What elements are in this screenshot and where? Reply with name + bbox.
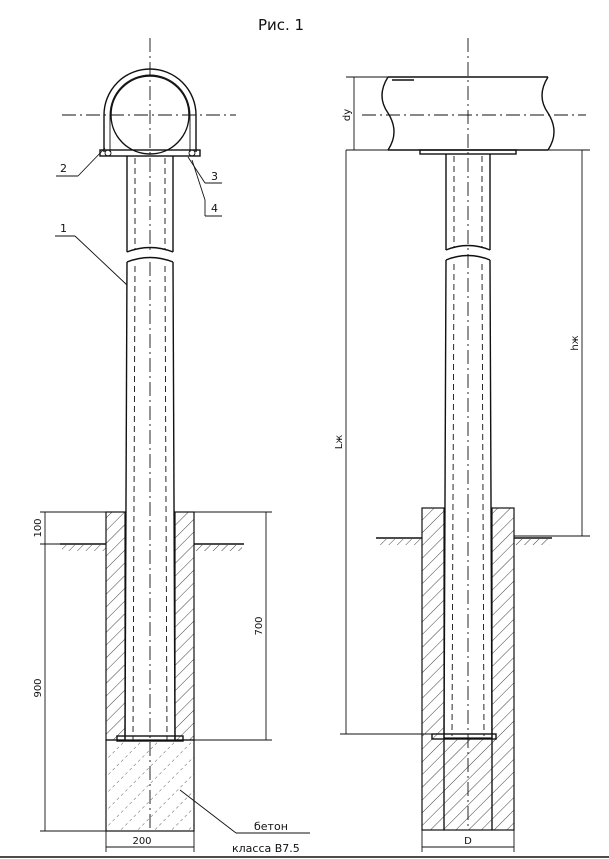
dim-700: 700 [254,616,265,635]
callout-3: 3 [211,170,218,183]
dim-diameter: D [464,836,472,847]
concrete-foundation [105,511,126,741]
pipe-section [110,75,190,155]
callout-2: 2 [60,162,67,175]
note-concrete: бетон [254,820,288,833]
dim-100: 100 [33,518,44,537]
dim-height: hж [570,335,581,350]
side-view: dy Lж hж D [334,38,590,852]
dim-900: 900 [33,678,44,697]
base-plate [116,735,184,742]
callout-1: 1 [60,222,67,235]
dim-dy: dy [342,109,353,121]
note-concrete-class: класса В7.5 [232,842,300,855]
front-view: 100 900 700 200 бетон класса В7.5 1 2 3 [33,38,310,855]
dim-length: Lж [334,435,345,450]
concrete-base [105,739,195,832]
figure-title: Рис. 1 [258,16,304,34]
dim-200: 200 [132,836,151,847]
callout-4: 4 [211,202,218,215]
u-clamp [103,68,197,152]
